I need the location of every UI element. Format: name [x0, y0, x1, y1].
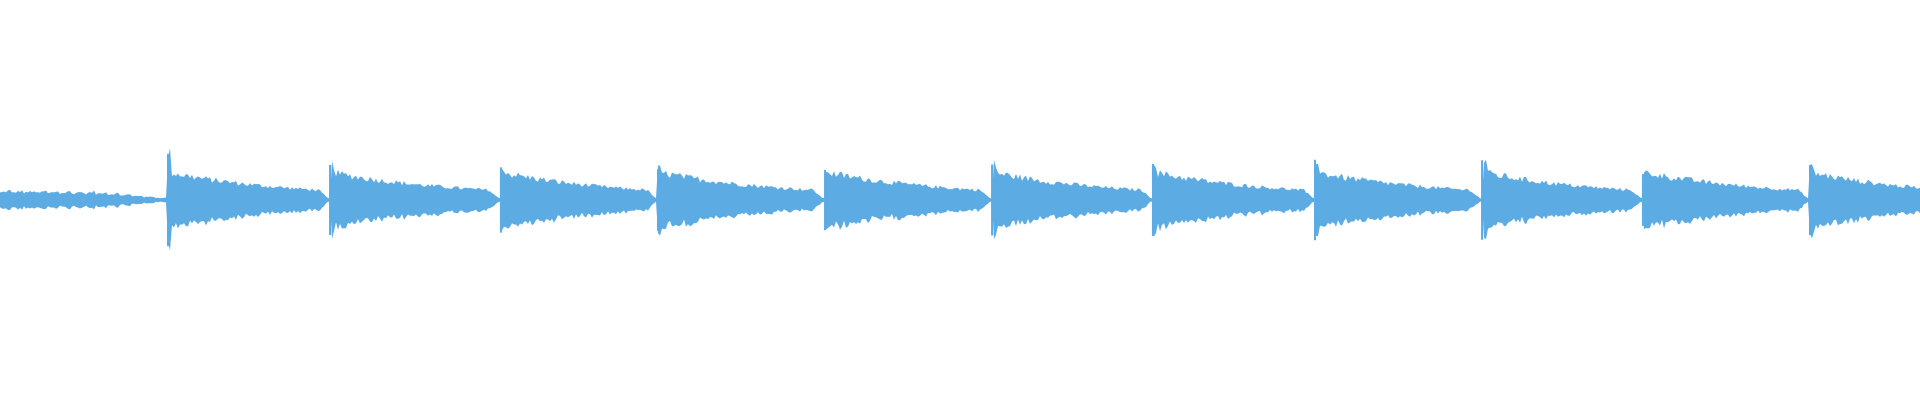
waveform-envelope — [0, 148, 1920, 251]
